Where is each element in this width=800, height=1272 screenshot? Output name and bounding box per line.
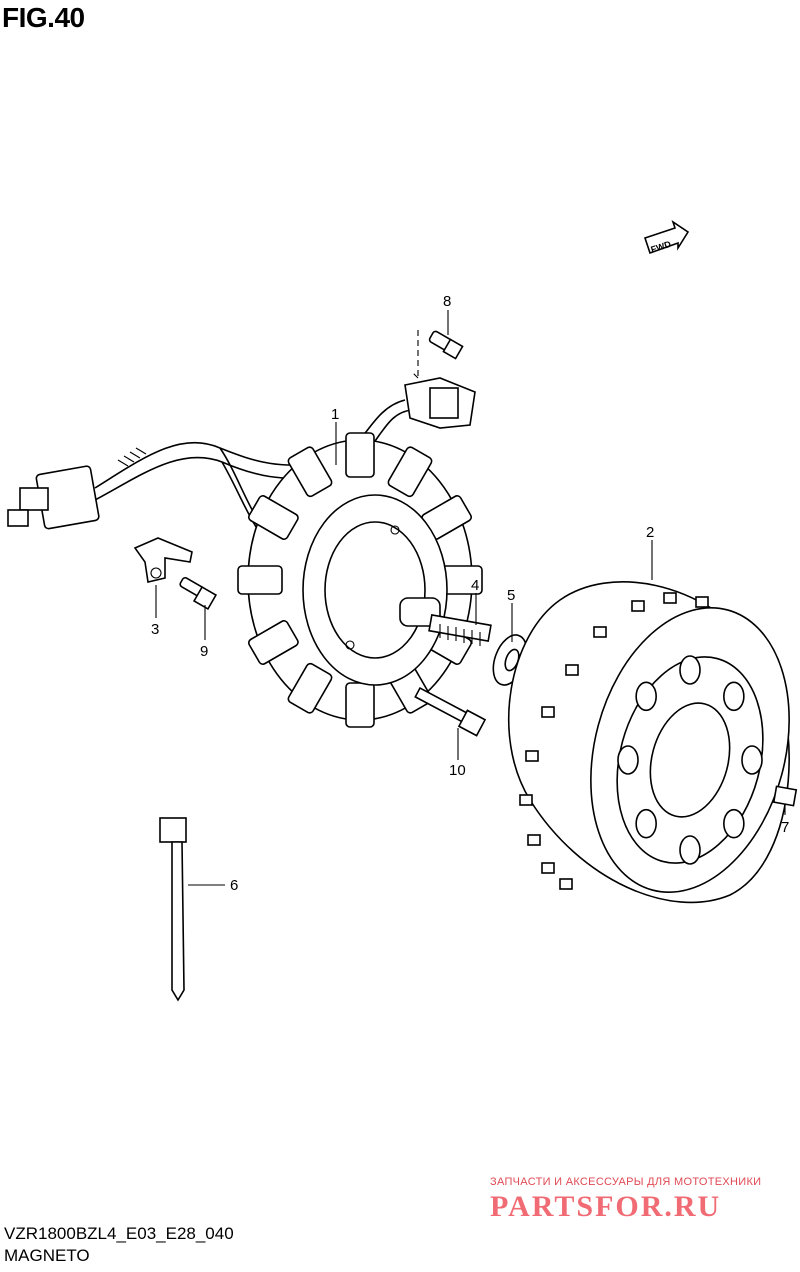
key-7 <box>772 785 798 807</box>
rotor-lug <box>723 681 745 712</box>
rotor-lug <box>741 745 763 775</box>
stator-coil <box>237 432 483 728</box>
rotor-lug <box>723 808 745 839</box>
screw-9 <box>179 576 218 611</box>
rotor-slot <box>541 862 555 874</box>
rotor-slot <box>559 878 573 890</box>
callout-2: 2 <box>646 524 654 541</box>
rotor-lug <box>679 655 701 685</box>
stator-connector-top <box>404 377 476 429</box>
screw-8 <box>411 330 464 379</box>
rotor-slot <box>663 592 677 604</box>
cable-tie-6 <box>159 817 187 1002</box>
forward-arrow-icon: FWD <box>643 220 690 255</box>
stator-pole <box>345 682 375 728</box>
rotor-slot <box>631 600 645 612</box>
model-code: VZR1800BZL4_E03_E28_040 <box>4 1224 234 1243</box>
callout-1: 1 <box>331 406 339 423</box>
callout-7: 7 <box>781 819 789 836</box>
callout-6: 6 <box>230 877 238 894</box>
rotor-2 <box>507 581 790 904</box>
stator-pole <box>248 620 299 665</box>
stator-pole <box>248 495 299 540</box>
callout-4: 4 <box>471 577 479 594</box>
rotor-lug <box>617 745 639 775</box>
stator-pole <box>287 446 333 498</box>
leader-lines <box>155 310 786 886</box>
rotor-slot <box>593 626 607 638</box>
watermark-logo: PARTSFOR.RU <box>490 1190 722 1223</box>
rotor-slot <box>525 750 539 762</box>
rotor-slot <box>695 596 709 608</box>
clamp-3 <box>133 537 193 583</box>
rotor-slot <box>541 706 555 718</box>
bolt-10 <box>414 686 487 737</box>
figure-title: FIG.40 <box>2 2 85 33</box>
callout-3: 3 <box>151 621 159 638</box>
callouts: 1 2 3 4 5 6 7 8 9 10 <box>151 293 789 894</box>
stator-pole <box>345 432 375 478</box>
rotor-lug <box>679 835 701 865</box>
stator-pole <box>387 446 433 498</box>
rotor-slot <box>565 664 579 676</box>
callout-9: 9 <box>200 643 208 660</box>
stator-pole <box>287 662 333 714</box>
rotor-lug <box>635 808 657 839</box>
rotor-lug <box>635 681 657 712</box>
callout-10: 10 <box>449 762 466 779</box>
rotor-slot <box>519 794 533 806</box>
rotor-slot <box>527 834 541 846</box>
callout-5: 5 <box>507 587 515 604</box>
section-name: MAGNETO <box>4 1246 90 1265</box>
stator-connector-left <box>7 465 100 530</box>
watermark-tagline: ЗАПЧАСТИ И АКСЕССУАРЫ ДЛЯ МОТОТЕХНИКИ <box>490 1176 762 1188</box>
rotor-bolt-4 <box>399 597 492 646</box>
callout-8: 8 <box>443 293 451 310</box>
stator-pole <box>237 565 283 595</box>
